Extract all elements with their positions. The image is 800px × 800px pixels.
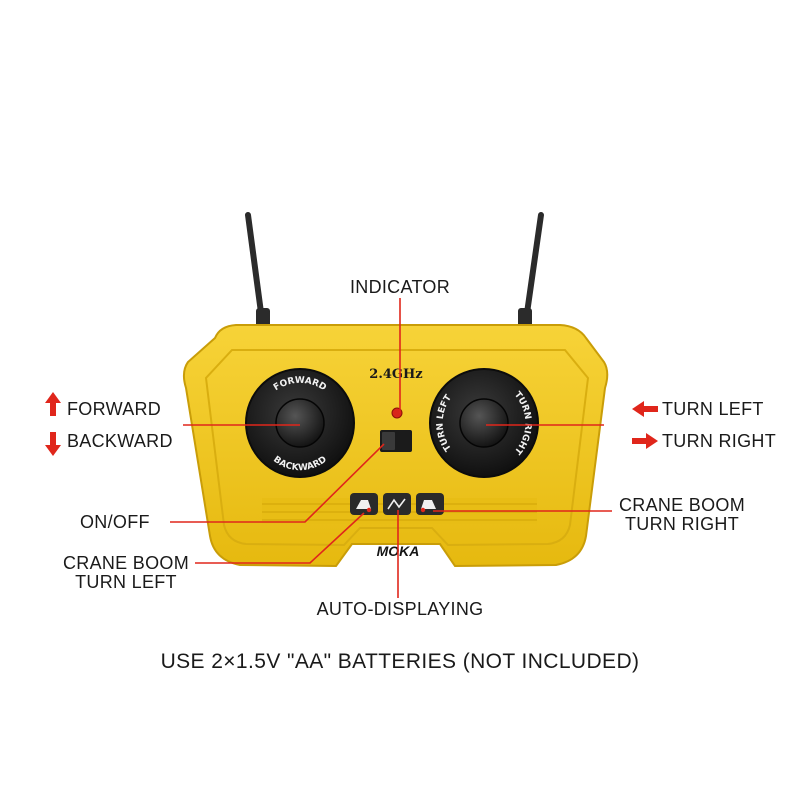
label-crane-right-line1: CRANE BOOM xyxy=(618,495,745,515)
label-turn-right: TURN RIGHT xyxy=(662,431,776,451)
label-indicator: INDICATOR xyxy=(349,277,451,297)
right-joystick[interactable]: TURN LEFT TURN RIGHT xyxy=(429,368,539,478)
label-crane-right: CRANE BOOM TURN RIGHT xyxy=(612,496,752,534)
label-crane-left: CRANE BOOM TURN LEFT xyxy=(56,554,196,592)
crane-left-button[interactable] xyxy=(350,493,378,515)
onoff-line xyxy=(170,443,385,523)
left-joystick[interactable]: FORWARD BACKWARD xyxy=(245,368,355,478)
direction-arrows xyxy=(45,392,658,456)
up-arrow-icon xyxy=(45,392,61,416)
label-on-off: ON/OFF xyxy=(80,512,150,532)
right-arrow-icon xyxy=(632,433,658,449)
label-crane-left-line2: TURN LEFT xyxy=(75,572,177,592)
left-arrow-icon xyxy=(632,401,658,417)
crane-left-line xyxy=(195,512,365,564)
battery-note: USE 2×1.5V "AA" BATTERIES (NOT INCLUDED) xyxy=(160,650,640,673)
down-arrow-icon xyxy=(45,432,61,456)
label-forward: FORWARD xyxy=(67,399,162,419)
label-turn-left: TURN LEFT xyxy=(662,399,764,419)
right-antenna xyxy=(518,212,544,328)
label-backward: BACKWARD xyxy=(67,431,173,451)
callout-lines xyxy=(170,298,612,598)
crane-right-button[interactable] xyxy=(416,493,444,515)
crane-icon xyxy=(421,500,436,509)
demo-icon xyxy=(387,498,406,510)
label-crane-right-line2: TURN RIGHT xyxy=(625,514,739,534)
label-crane-left-line1: CRANE BOOM xyxy=(62,553,189,573)
power-switch[interactable] xyxy=(380,430,412,452)
crane-icon xyxy=(356,500,371,509)
auto-display-button[interactable] xyxy=(383,493,411,515)
label-auto-displaying: AUTO-DISPLAYING xyxy=(316,599,484,619)
frequency-label: 2.4GHz xyxy=(369,367,422,382)
left-antenna xyxy=(245,212,270,328)
